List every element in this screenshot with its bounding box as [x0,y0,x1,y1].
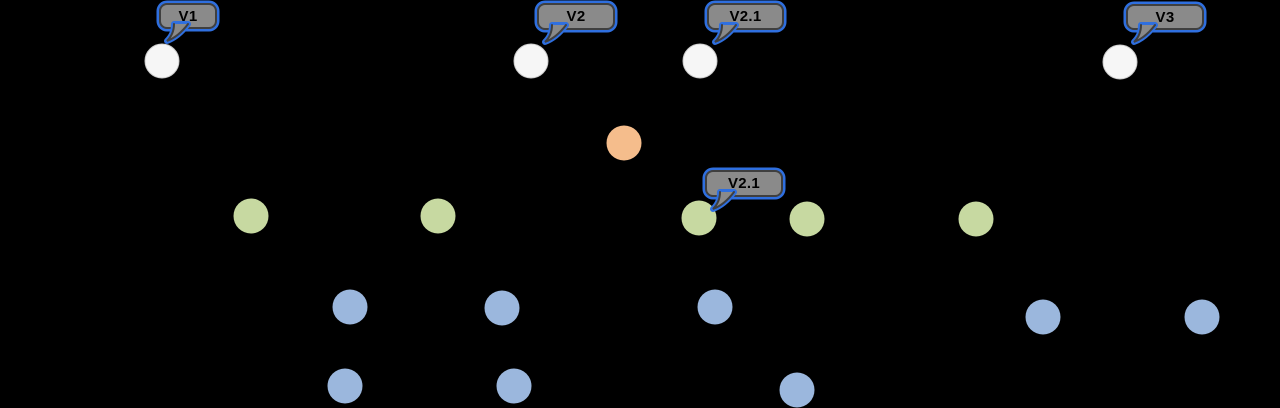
graph-node-orange-1 [606,125,642,161]
callout-label: V2.1 [727,175,761,192]
callout-tail-icon [1131,22,1158,45]
callout-v3-3: V3 [1126,4,1204,45]
callout-v2-1: V2 [537,3,615,45]
graph-node-root-2 [513,43,549,79]
graph-node-blue-1 [332,289,368,325]
graph-node-root-3 [682,43,718,79]
graph-node-blue-6 [327,368,363,404]
graph-node-green-2 [420,198,456,234]
graph-node-blue-4 [1025,299,1061,335]
graph-node-blue-2 [484,290,520,326]
graph-node-root-1 [144,43,180,79]
callout-label: V2 [566,8,586,25]
graph-node-blue-3 [697,289,733,325]
graph-node-green-5 [958,201,994,237]
graph-node-blue-5 [1184,299,1220,335]
callout-tail-icon [712,22,739,45]
graph-node-blue-8 [779,372,815,408]
graph-node-green-1 [233,198,269,234]
callout-tail-icon [164,21,191,44]
graph-node-green-3 [681,200,717,236]
callout-tail-icon [542,22,569,45]
callout-v1-0: V1 [159,3,217,44]
callout-label: V2.1 [729,8,762,25]
graph-node-green-4 [789,201,825,237]
callout-v2-1-4: V2.1 [705,170,783,212]
callout-tail-icon [710,189,737,212]
callout-v2-1-2: V2.1 [707,3,784,45]
callout-label: V1 [178,7,198,25]
graph-node-blue-7 [496,368,532,404]
graph-node-root-4 [1102,44,1138,80]
callout-label: V3 [1155,8,1175,26]
